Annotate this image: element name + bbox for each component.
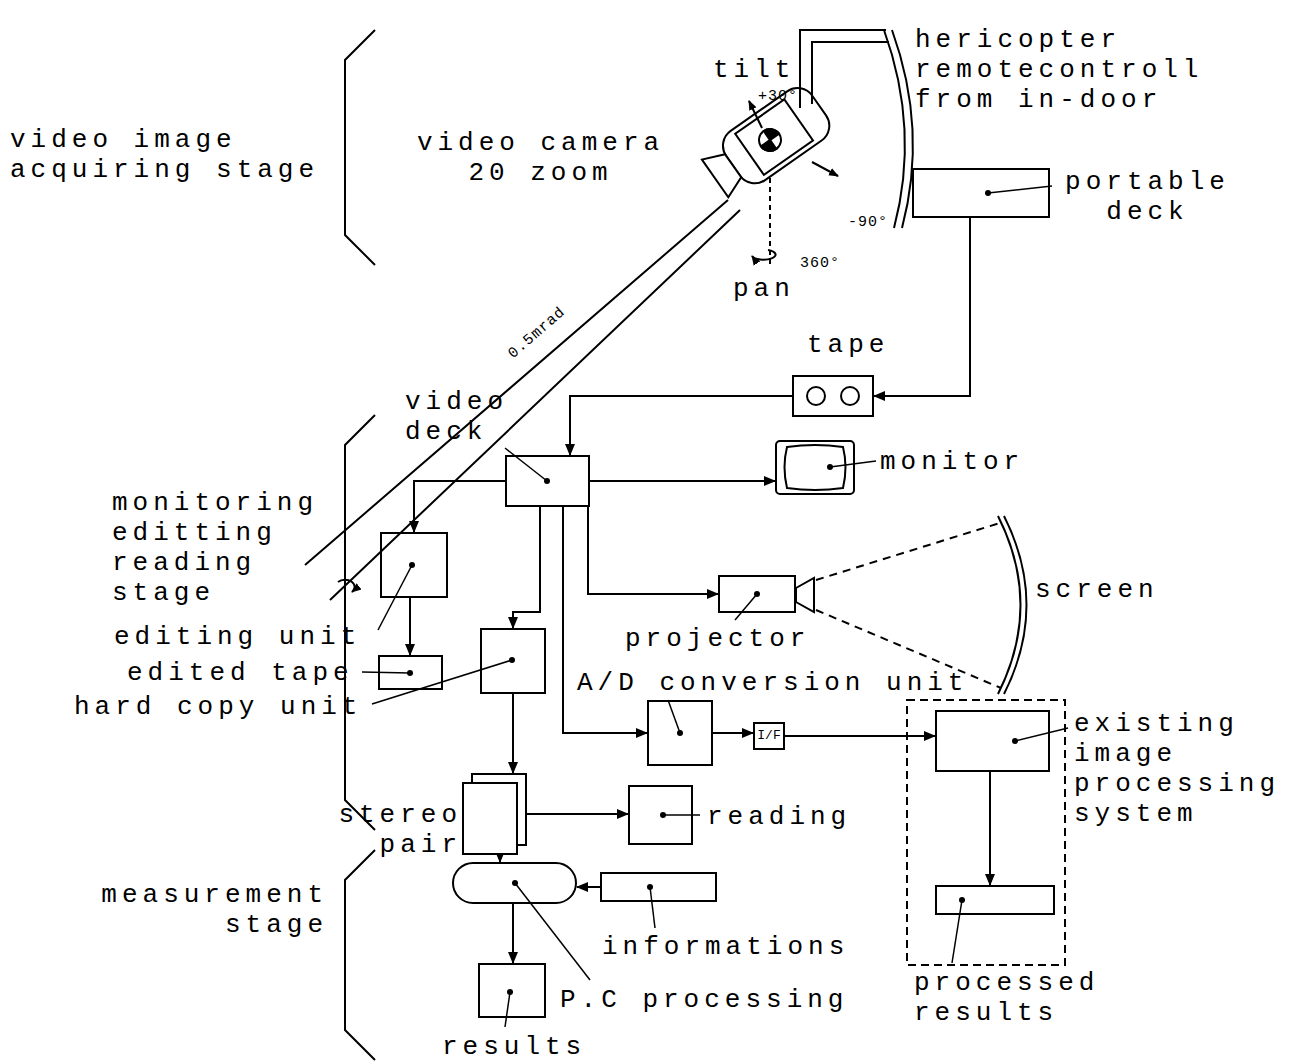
unit-box: A/D conversion unit [647,700,713,766]
flow-arrow [499,855,501,862]
flow-arrow [512,694,514,773]
result-box: results [478,963,546,1018]
node-label: I/F [755,729,783,743]
unit-box: editing unit [380,532,448,598]
flow-arrow [512,904,514,963]
flow-arrow [577,886,600,888]
angle-label: 0.5mrad [505,291,585,364]
stage-label: monitoring editting reading stage [112,488,337,608]
node-label: results [442,1032,602,1062]
tape-box: tape [792,375,874,417]
tilt-arrow [749,101,762,128]
node-label: portable deck [1060,167,1235,227]
leader-dots [407,190,1018,995]
interface-box: I/F [753,722,785,750]
leader-lines [362,186,1068,1027]
vehicle-label: hericopter remotecontroll from in-door [915,25,1220,115]
projection-beam [816,522,1003,688]
stage-label: video image acquiring stage [10,125,340,185]
rotation-arrow [338,580,355,592]
node-label: edited tape [127,658,372,688]
input-box: informations [600,872,717,902]
camera-label: video camera 20 zoom [408,128,673,188]
node-label: reading [707,802,867,832]
helicopter-hull [884,30,913,228]
system-boundary [907,700,1065,965]
axis-label: pan [733,274,803,304]
flow-arrow [590,480,775,482]
flow-arrow [785,735,935,737]
flow-arrow [874,218,970,396]
system-box: existing image processing system [935,710,1050,772]
stage-bracket [345,30,375,265]
node-label: P.C processing [560,985,870,1015]
stage-bracket [345,850,375,1060]
unit-box: hard copy unit [480,628,546,694]
deck-box: video deck [505,455,590,507]
node-label: hard copy unit [74,692,379,722]
tape-box: edited tape [378,655,443,690]
pan-arrow [752,250,776,260]
angle-label: 360° [800,255,855,273]
node-label: processed results [914,968,1114,1028]
projection-screen [998,516,1027,694]
angle-label: +30° [758,88,808,106]
sight-line [305,200,740,600]
stereo-pair-symbol: stereo pair [462,773,527,855]
result-box: processed results [935,885,1055,915]
flow-arrow [527,813,628,815]
flow-arrow [563,507,647,733]
projector-box: projector [718,575,796,613]
flow-arrow [414,481,505,532]
deck-box: portable deck [912,168,1050,218]
node-label: stereo pair [322,800,462,860]
stage-label: measurement stage [78,880,328,940]
flow-arrow [713,732,753,734]
flow-arrow [588,507,718,594]
node-label: monitor [880,447,1050,477]
axis-label: tilt [713,55,803,85]
node-label: tape [807,330,917,360]
monitor-symbol: monitor [775,440,855,495]
tilt-down-arrow [812,162,838,176]
node-label: informations [602,932,867,962]
pan-axis [769,178,771,268]
camera-mount [800,30,889,108]
flow-arrow [513,507,540,628]
node-label: editing unit [114,622,384,652]
process-pill: P.C processing [452,862,577,904]
node-label: video deck [405,387,517,447]
flow-arrow [570,396,792,455]
angle-label: -90° [848,214,903,232]
node-label: existing image processing system [1074,709,1299,829]
flow-arrow [409,598,411,655]
flow-arrow [989,772,991,885]
screen-label: screen [1035,575,1185,605]
reading-box: reading [628,785,693,845]
node-label: A/D conversion unit [577,668,992,698]
node-label: projector [625,624,825,654]
video-camera [698,81,836,203]
projector-lens [796,578,814,612]
